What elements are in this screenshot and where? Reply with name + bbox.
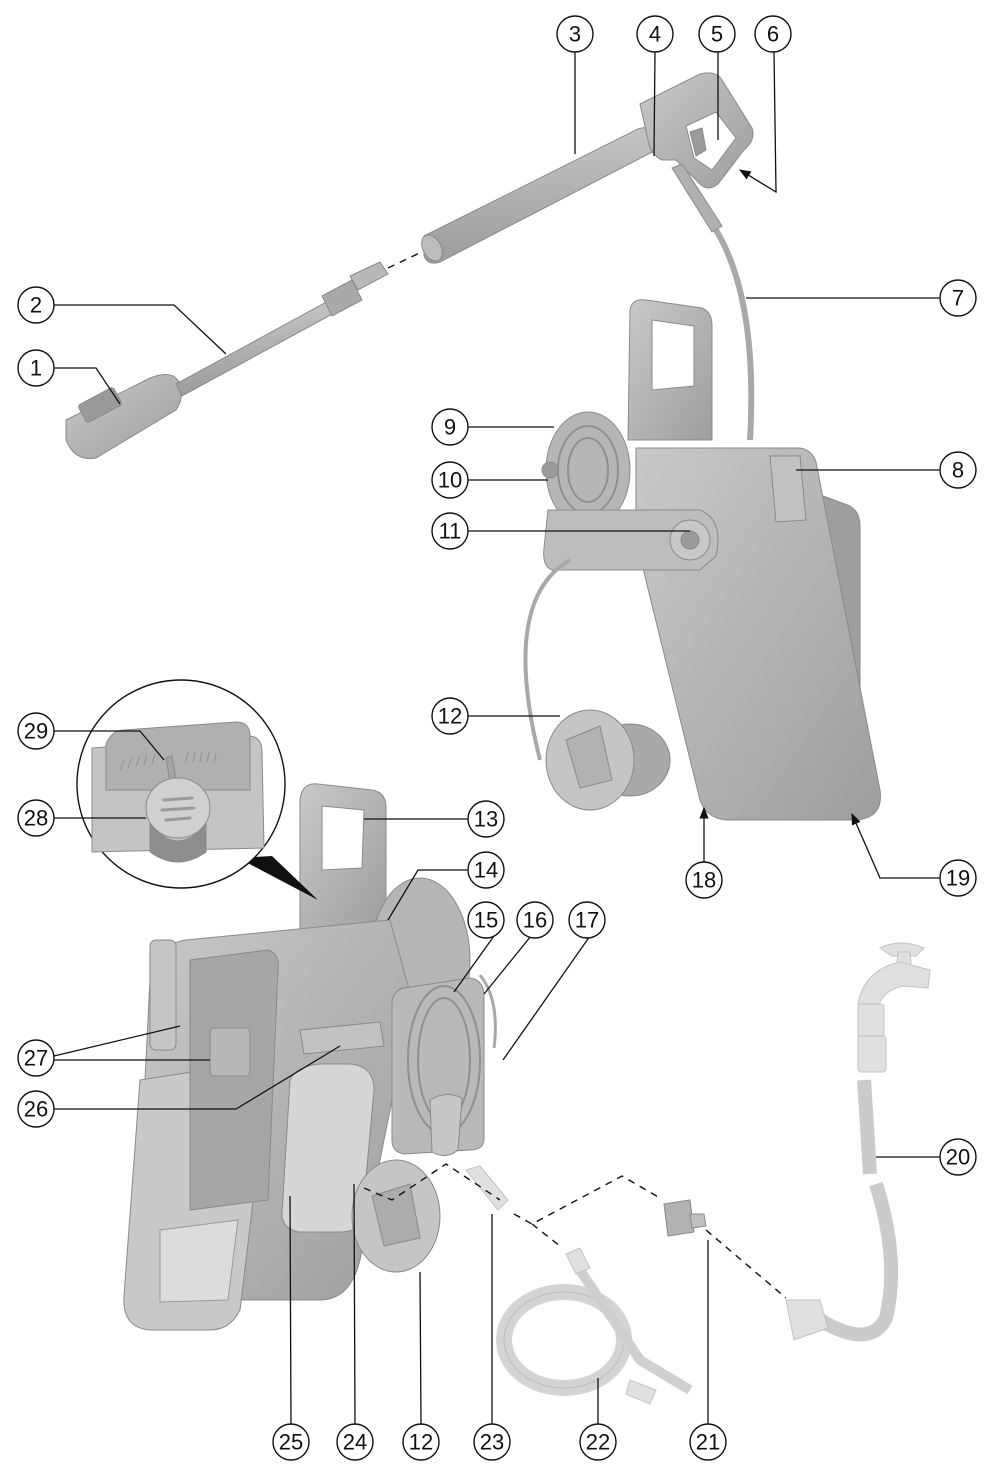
- callout-22: 22: [579, 1423, 617, 1461]
- callout-25: 25: [272, 1423, 310, 1461]
- svg-text:29: 29: [24, 719, 48, 744]
- callout-21: 21: [689, 1423, 727, 1461]
- svg-text:12: 12: [409, 1430, 433, 1455]
- callout-9: 9: [431, 408, 469, 446]
- high-pressure-hose-line: [713, 228, 755, 441]
- callout-14: 14: [467, 851, 505, 889]
- svg-text:22: 22: [586, 1430, 610, 1455]
- callout-15: 15: [467, 901, 505, 939]
- svg-text:1: 1: [30, 356, 42, 381]
- accessories: [465, 942, 931, 1405]
- callout-18: 18: [685, 861, 723, 899]
- svg-text:8: 8: [952, 458, 964, 483]
- svg-text:4: 4: [649, 22, 661, 47]
- svg-text:24: 24: [343, 1430, 367, 1455]
- spray-lance-part: [65, 261, 389, 460]
- callout-12: 12: [431, 697, 469, 735]
- callout-6: 6: [754, 15, 792, 53]
- machine-front-view: [523, 299, 881, 821]
- callout-10: 10: [431, 461, 469, 499]
- svg-text:12: 12: [438, 704, 462, 729]
- svg-text:17: 17: [575, 908, 599, 933]
- svg-text:5: 5: [711, 22, 723, 47]
- callout-27: 27: [17, 1039, 55, 1077]
- inlet-connection-dashline: [363, 1163, 501, 1201]
- callout-17: 17: [568, 901, 606, 939]
- callout-5: 5: [698, 15, 736, 53]
- callout-24: 24: [336, 1423, 374, 1461]
- callout-26: 26: [17, 1090, 55, 1128]
- svg-text:6: 6: [767, 22, 779, 47]
- callout-16: 16: [516, 901, 554, 939]
- callout-4: 4: [636, 15, 674, 53]
- svg-text:9: 9: [444, 415, 456, 440]
- svg-text:20: 20: [946, 1145, 970, 1170]
- callout-13: 13: [467, 800, 505, 838]
- svg-text:25: 25: [279, 1430, 303, 1455]
- callout-23: 23: [473, 1423, 511, 1461]
- magnifier-inset: [76, 679, 318, 900]
- machine-rear-view: [123, 783, 497, 1331]
- svg-text:3: 3: [569, 22, 581, 47]
- svg-text:15: 15: [474, 908, 498, 933]
- callout-2: 2: [17, 286, 55, 324]
- svg-text:26: 26: [24, 1097, 48, 1122]
- callout-29: 29: [17, 712, 55, 750]
- svg-text:7: 7: [952, 286, 964, 311]
- callout-1: 1: [17, 349, 55, 387]
- callout-12-bottom: 12: [402, 1423, 440, 1461]
- svg-text:21: 21: [696, 1430, 720, 1455]
- coupling-to-garden-hose-dashline: [705, 1229, 787, 1299]
- leader-lines: [53, 51, 940, 1425]
- filter-to-hose-dashline: [513, 1175, 661, 1225]
- svg-text:27: 27: [24, 1046, 48, 1071]
- svg-text:19: 19: [946, 866, 970, 891]
- hose-to-suction-dashline: [531, 1223, 561, 1247]
- svg-text:10: 10: [438, 468, 462, 493]
- callout-11: 11: [431, 512, 469, 550]
- svg-text:2: 2: [30, 293, 42, 318]
- svg-text:28: 28: [24, 806, 48, 831]
- svg-text:23: 23: [480, 1430, 504, 1455]
- callout-7: 7: [939, 279, 977, 317]
- svg-text:18: 18: [692, 868, 716, 893]
- svg-text:13: 13: [474, 807, 498, 832]
- pressure-scale: [119, 751, 217, 771]
- svg-text:11: 11: [439, 519, 462, 544]
- callout-19: 19: [939, 859, 977, 897]
- callout-28: 28: [17, 799, 55, 837]
- spray-gun-part: [421, 72, 754, 264]
- svg-text:14: 14: [474, 858, 498, 883]
- callout-20: 20: [939, 1138, 977, 1176]
- svg-text:16: 16: [523, 908, 547, 933]
- callout-3: 3: [556, 15, 594, 53]
- callout-8: 8: [939, 451, 977, 489]
